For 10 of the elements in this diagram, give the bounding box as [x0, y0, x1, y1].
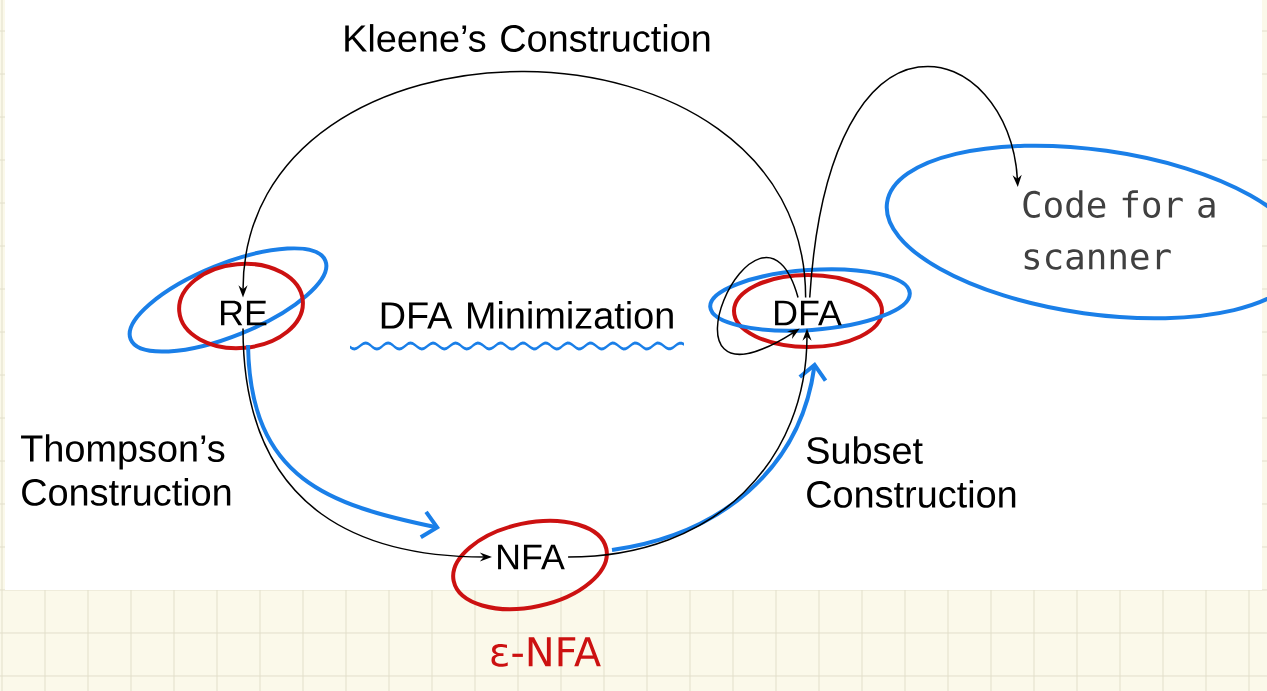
edge-label: DFA Minimization: [350, 301, 684, 351]
edge-label: Thompson’s Construction: [21, 434, 231, 506]
edge-label: Subset Construction: [806, 436, 1016, 508]
scanner-code-text: Code for a scanner: [1023, 190, 1215, 270]
edge-label: Kleene’s Construction: [345, 24, 710, 52]
state-label: NFA: [498, 544, 565, 570]
state-label: RE: [221, 300, 267, 326]
handwritten-note: ε-NFA: [491, 637, 601, 667]
arrow: [809, 66, 1022, 299]
state-label: DFA: [775, 300, 842, 326]
